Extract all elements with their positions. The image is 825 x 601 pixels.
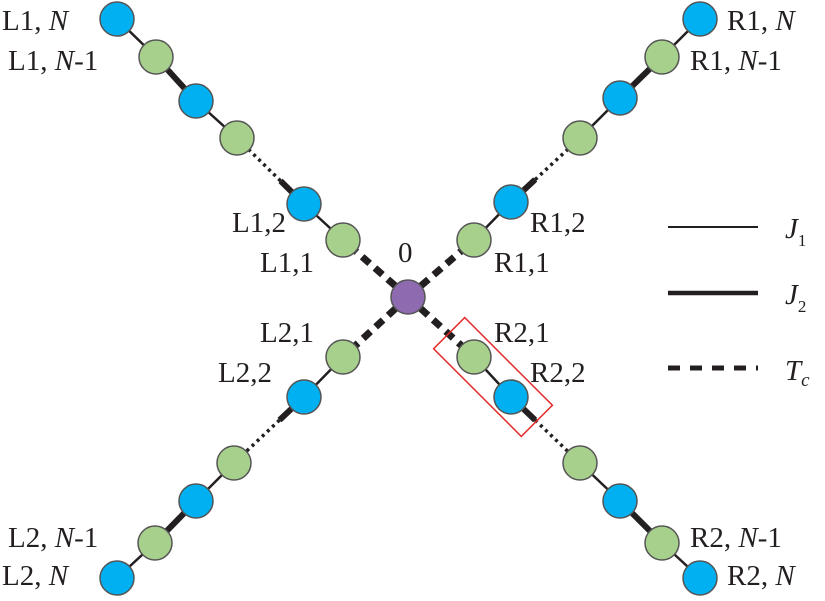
r2-site-node <box>682 560 718 596</box>
label-r1-n-1: R1, N-1 <box>690 45 782 77</box>
r2-site-node <box>562 445 598 481</box>
label-l1-1: L1,1 <box>260 247 314 279</box>
r2-site-node <box>644 525 680 561</box>
l2-site-node <box>286 379 322 415</box>
label-l2-1: L2,1 <box>260 317 314 349</box>
label-r2-1: R2,1 <box>494 317 550 349</box>
label-r2-n: R2, N <box>727 560 796 592</box>
legend: J1 J2 Tc <box>668 213 810 391</box>
label-l1-n-1: L1, N-1 <box>8 45 98 77</box>
label-r2-n-1: R2, N-1 <box>690 522 782 554</box>
r2-site-node <box>493 379 529 415</box>
r1-site-node <box>644 39 680 75</box>
center-site-node <box>390 279 426 315</box>
label-r1-2: R1,2 <box>530 207 586 239</box>
l2-site-node <box>137 525 173 561</box>
l1-site-node <box>325 222 361 258</box>
label-r1-1: R1,1 <box>494 247 550 279</box>
l2-site-node <box>325 339 361 375</box>
l2-site-node <box>178 483 214 519</box>
r1-site-node <box>562 120 598 156</box>
label-l1-n: L1, N <box>2 5 70 37</box>
highlight-box <box>432 316 554 438</box>
r1-site-node <box>602 80 638 116</box>
r1-site-node <box>456 222 492 258</box>
nodes <box>99 1 718 596</box>
legend-label-j1: J1 <box>785 213 806 250</box>
l1-site-node <box>286 186 322 222</box>
label-center: 0 <box>398 237 413 269</box>
r1-site-node <box>493 184 529 220</box>
r2-site-node <box>602 483 638 519</box>
l2-site-node <box>99 560 135 596</box>
legend-label-j2: J2 <box>785 279 806 316</box>
label-l2-n-1: L2, N-1 <box>8 522 98 554</box>
l2-site-node <box>216 445 252 481</box>
r1-site-node <box>682 1 718 37</box>
l1-site-node <box>219 120 255 156</box>
l1-site-node <box>99 1 135 37</box>
label-r1-n: R1, N <box>727 5 796 37</box>
label-l2-2: L2,2 <box>218 357 272 389</box>
l1-site-node <box>178 83 214 119</box>
site-labels: L1, N L1, N-1 L1,2 L1,1 0 R1,2 R1,1 R1, … <box>2 5 796 592</box>
label-r2-2: R2,2 <box>530 357 586 389</box>
r2-site-node <box>456 339 492 375</box>
label-l2-n: L2, N <box>2 560 70 592</box>
label-l1-2: L1,2 <box>232 207 286 239</box>
legend-label-tc: Tc <box>785 355 810 391</box>
l1-site-node <box>138 39 174 75</box>
